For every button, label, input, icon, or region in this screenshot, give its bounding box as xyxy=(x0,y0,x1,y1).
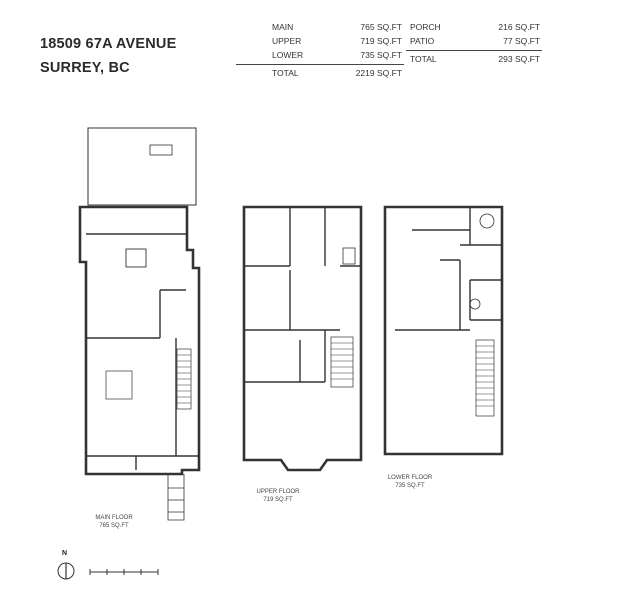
lower-stair-treads xyxy=(476,345,494,407)
caption-upper-floor-name: UPPER FLOOR xyxy=(256,489,300,495)
caption-lower-floor-name: LOWER FLOOR xyxy=(387,475,433,481)
area-value-upper: 719 SQ.FT xyxy=(360,36,402,46)
address-line-1: 18509 67A AVENUE xyxy=(40,36,177,52)
main-floor-interior-walls xyxy=(86,233,199,470)
upper-floor-interior-walls xyxy=(244,207,361,383)
area-label-lower: LOWER xyxy=(272,50,304,60)
area-value-patio: 77 SQ.FT xyxy=(503,36,540,46)
lower-stair xyxy=(475,339,495,417)
patio-outline xyxy=(87,127,197,206)
lower-floor-interior-walls xyxy=(395,207,502,331)
front-steps xyxy=(167,474,185,521)
area-value-porch: 216 SQ.FT xyxy=(498,22,540,32)
caption-main-floor-name: MAIN FLOOR xyxy=(95,515,133,521)
caption-upper-floor-area: 719 SQ.FT xyxy=(263,497,293,503)
main-stair-treads xyxy=(177,354,191,404)
area-label-upper: UPPER xyxy=(272,36,302,46)
area-label-porch: PORCH xyxy=(410,22,441,32)
lower-laundry xyxy=(469,298,481,310)
area-rule-left xyxy=(236,64,404,65)
patio-table xyxy=(149,144,173,156)
scale-bar xyxy=(89,569,159,575)
compass-label: N xyxy=(62,550,68,557)
area-total-value-right: 293 SQ.FT xyxy=(498,54,540,64)
area-total-value-left: 2219 SQ.FT xyxy=(355,68,402,78)
area-value-main: 765 SQ.FT xyxy=(360,22,402,32)
main-floor-walls xyxy=(78,205,201,476)
area-label-main: MAIN xyxy=(272,22,294,32)
area-label-patio: PATIO xyxy=(410,36,435,46)
living-sofa xyxy=(105,370,133,400)
area-total-label-right: TOTAL xyxy=(410,54,437,64)
upper-floor-walls xyxy=(242,205,363,472)
upper-stair xyxy=(330,336,354,388)
area-total-label-left: TOTAL xyxy=(272,68,299,78)
area-rule-right xyxy=(406,50,542,51)
caption-main-floor-area: 765 SQ.FT xyxy=(99,523,129,529)
upper-stair-treads xyxy=(331,342,353,380)
kitchen-island xyxy=(125,248,147,268)
caption-main-floor: MAIN FLOOR 765 SQ.FT xyxy=(84,514,144,530)
caption-lower-floor: LOWER FLOOR 735 SQ.FT xyxy=(378,474,442,490)
caption-lower-floor-area: 735 SQ.FT xyxy=(395,483,425,489)
caption-upper-floor: UPPER FLOOR 719 SQ.FT xyxy=(246,488,310,504)
lower-floor-walls xyxy=(383,205,504,456)
upper-tub xyxy=(342,247,356,265)
address-line-2: SURREY, BC xyxy=(40,60,130,76)
area-value-lower: 735 SQ.FT xyxy=(360,50,402,60)
lower-tub xyxy=(479,213,495,229)
